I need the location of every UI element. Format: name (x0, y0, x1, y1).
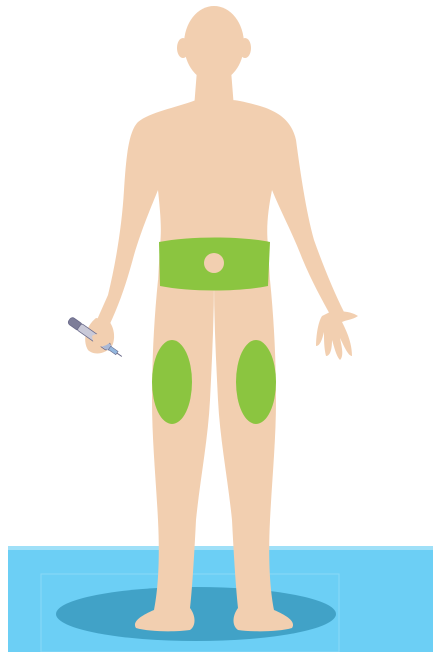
floor-shadow (56, 587, 336, 641)
floor-mat (8, 546, 433, 652)
pen-tip (108, 346, 118, 354)
person-standing-icon (85, 6, 358, 631)
pen-needle (117, 353, 122, 356)
right-ear (239, 38, 251, 58)
left-ear (177, 38, 189, 58)
right-thigh-injection-zone (236, 340, 276, 424)
left-thigh-injection-zone (152, 340, 192, 424)
navel-marker (204, 253, 224, 273)
right-hand (316, 311, 358, 360)
